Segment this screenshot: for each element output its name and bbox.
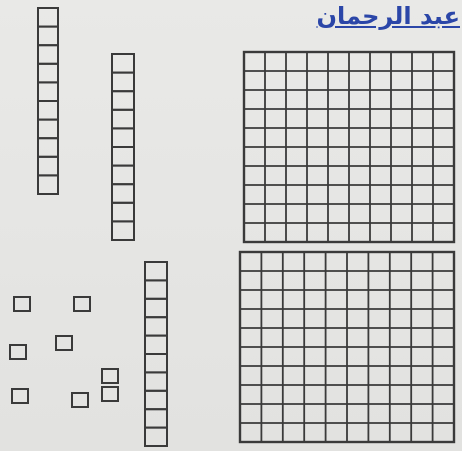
ten-rod-cell xyxy=(145,354,167,372)
ten-rod-cell xyxy=(38,64,58,83)
ten-rod-cell xyxy=(112,184,134,203)
ten-rod-cell xyxy=(112,221,134,240)
ten-rod-cell xyxy=(112,203,134,222)
ten-rod-cell xyxy=(145,299,167,317)
ten-rod-cell xyxy=(145,262,167,280)
hundred-block xyxy=(240,252,454,442)
ten-rod-cell xyxy=(38,138,58,157)
unit-cube xyxy=(72,393,88,407)
ten-rod-cell xyxy=(145,317,167,335)
ten-rod-cell xyxy=(38,157,58,176)
ten-rod-cell xyxy=(112,54,134,73)
ten-rod-cell xyxy=(145,280,167,298)
ten-rod-cell xyxy=(145,336,167,354)
ten-rod-cell xyxy=(112,73,134,92)
unit-cube xyxy=(74,297,90,311)
ones-group xyxy=(10,297,118,407)
ten-rod-cell xyxy=(38,120,58,139)
ten-rod-cell xyxy=(145,372,167,390)
hundreds-group xyxy=(240,52,454,442)
ten-rod-cell xyxy=(112,110,134,129)
ten-rod-cell xyxy=(145,409,167,427)
ten-rod-cell xyxy=(38,82,58,101)
hundred-block xyxy=(244,52,454,242)
ten-rod-cell xyxy=(38,8,58,27)
unit-cube xyxy=(14,297,30,311)
ten-rod-cell xyxy=(38,45,58,64)
unit-cube xyxy=(56,336,72,350)
ten-rod-cell xyxy=(112,147,134,166)
unit-cube xyxy=(102,387,118,401)
unit-cube xyxy=(10,345,26,359)
ten-rod-cell xyxy=(38,101,58,120)
ten-rod-cell xyxy=(112,128,134,147)
unit-cube xyxy=(102,369,118,383)
ten-rod xyxy=(38,8,58,194)
ten-rod xyxy=(112,54,134,240)
ten-rod-cell xyxy=(38,175,58,194)
ten-rod xyxy=(145,262,167,446)
ten-rod-cell xyxy=(112,166,134,185)
ten-rod-cell xyxy=(145,428,167,446)
ten-rod-cell xyxy=(112,91,134,110)
unit-cube xyxy=(12,389,28,403)
ten-rod-cell xyxy=(145,391,167,409)
ten-rod-cell xyxy=(38,27,58,46)
